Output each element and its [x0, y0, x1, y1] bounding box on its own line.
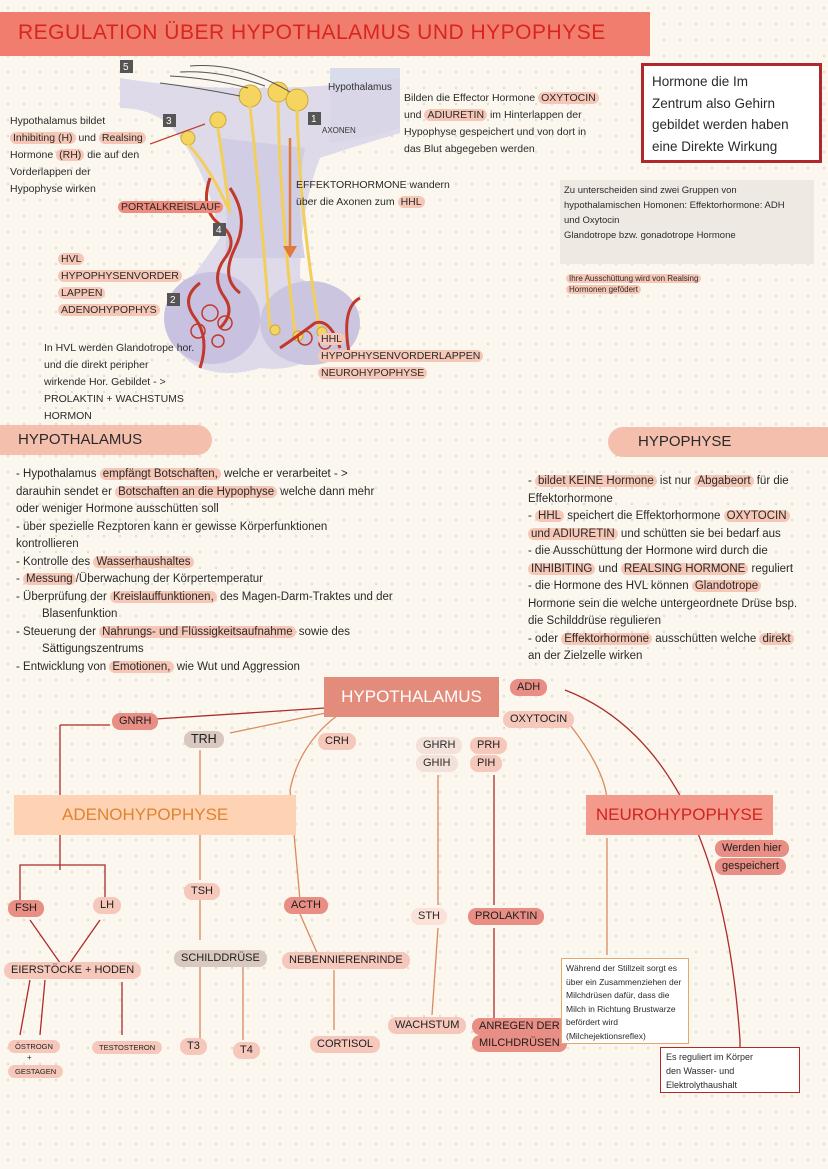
gnrh-pill: GNRH [112, 713, 159, 730]
pih-pill: PIH [470, 755, 503, 772]
milchdruesen-pill-2: MILCHDRÜSEN [472, 1035, 567, 1052]
realsing-subnote: Ihre Ausschüttung wird von Realsing Horm… [566, 273, 702, 295]
fsh-pill: FSH [8, 900, 44, 917]
t4-pill: T4 [233, 1042, 260, 1059]
nebenniere-pill: NEBENNIERENRINDE [282, 952, 410, 969]
cortisol-pill: CORTISOL [310, 1036, 381, 1053]
oestrogen-pill: ÖSTROGN [8, 1040, 60, 1053]
gestagen-pill: GESTAGEN [8, 1065, 64, 1078]
flow-hypothalamus-node: HYPOTHALAMUS [324, 677, 499, 717]
prolaktin-pill: PROLAKTIN [468, 908, 545, 925]
hypothalamus-functions-list: - Hypothalamus empfängt Botschaften, wel… [16, 468, 393, 673]
hvl-labels: HVL HYPOPHYSENVORDER LAPPEN ADENOHYPOPHY… [58, 251, 182, 319]
crh-pill: CRH [318, 733, 356, 750]
svg-text:2: 2 [170, 295, 176, 306]
wachstum-pill: WACHSTUM [388, 1017, 467, 1034]
connector-line [150, 123, 206, 145]
ghih-pill: GHIH [416, 755, 458, 772]
flowchart-connectors [19, 689, 741, 1050]
ghrh-pill: GHRH [416, 737, 463, 754]
effektor-wandern-note: EFFEKTORHORMONE wandern über die Axonen … [296, 179, 450, 208]
plus-sign: + [27, 1053, 32, 1062]
hypophyse-section-header: HYPOPHYSE [608, 427, 828, 457]
stored-pill-1: Werden hier [715, 840, 789, 857]
adenohypophyse-node: ADENOHYPOPHYSE [14, 795, 296, 835]
effector-note: Bilden die Effector Hormone OXYTOCIN und… [404, 90, 634, 158]
title-bar [0, 12, 650, 56]
acth-pill: ACTH [284, 897, 328, 914]
trh-pill: TRH [184, 731, 224, 748]
diagram-axonen-label: AXONEN [322, 126, 356, 135]
svg-text:4: 4 [216, 225, 222, 236]
stored-pill-2: gespeichert [715, 858, 786, 875]
hormone-groups-note: Zu unterscheiden sind zwei Gruppen von h… [560, 180, 814, 264]
svg-text:1: 1 [311, 114, 317, 125]
t3-pill: T3 [180, 1038, 207, 1055]
tsh-pill: TSH [184, 883, 220, 900]
hhl-labels: HHL HYPOPHYSENVORDERLAPPEN NEUROHYPOPHYS… [318, 331, 484, 382]
testosteron-pill: TESTOSTERON [92, 1041, 163, 1054]
oxytocin-pill: OXYTOCIN [503, 711, 575, 728]
neurohypophyse-node: NEUROHYPOPHYSE [586, 795, 773, 835]
svg-text:5: 5 [123, 62, 129, 73]
hypothalamus-section-header: HYPOTHALAMUS [0, 425, 212, 455]
milchdruesen-pill-1: ANREGEN DER [472, 1018, 567, 1035]
direct-effect-box: Hormone die Im Zentrum also Gehirn gebil… [641, 63, 822, 163]
page-title: REGULATION ÜBER HYPOTHALAMUS UND HYPOPHY… [18, 21, 606, 44]
stillzeit-note: Während der Stillzeit sorgt es über ein … [561, 958, 689, 1044]
schilddruese-pill: SCHILDDRÜSE [174, 950, 267, 967]
adh-pill: ADH [510, 679, 548, 696]
prh-pill: PRH [470, 737, 508, 754]
lh-pill: LH [93, 897, 122, 914]
hvl-note: In HVL werden Glandotrope hor. und die d… [44, 342, 195, 422]
eierstoecke-pill: EIERSTÖCKE + HODEN [4, 962, 142, 979]
left-note: Hypothalamus bildet Inhibiting (H) und R… [10, 113, 160, 198]
diagram-hypothalamus-label: Hypothalamus [328, 82, 392, 93]
svg-text:3: 3 [166, 116, 172, 127]
hypophyse-functions-list: - bildet KEINE Hormone ist nur Abgabeort… [528, 475, 798, 662]
wasserhaushalt-note: Es reguliert im Körper den Wasser- und E… [660, 1047, 800, 1093]
sth-pill: STH [411, 908, 447, 925]
portalkreislauf-label: PORTALKREISLAUF [118, 199, 224, 216]
